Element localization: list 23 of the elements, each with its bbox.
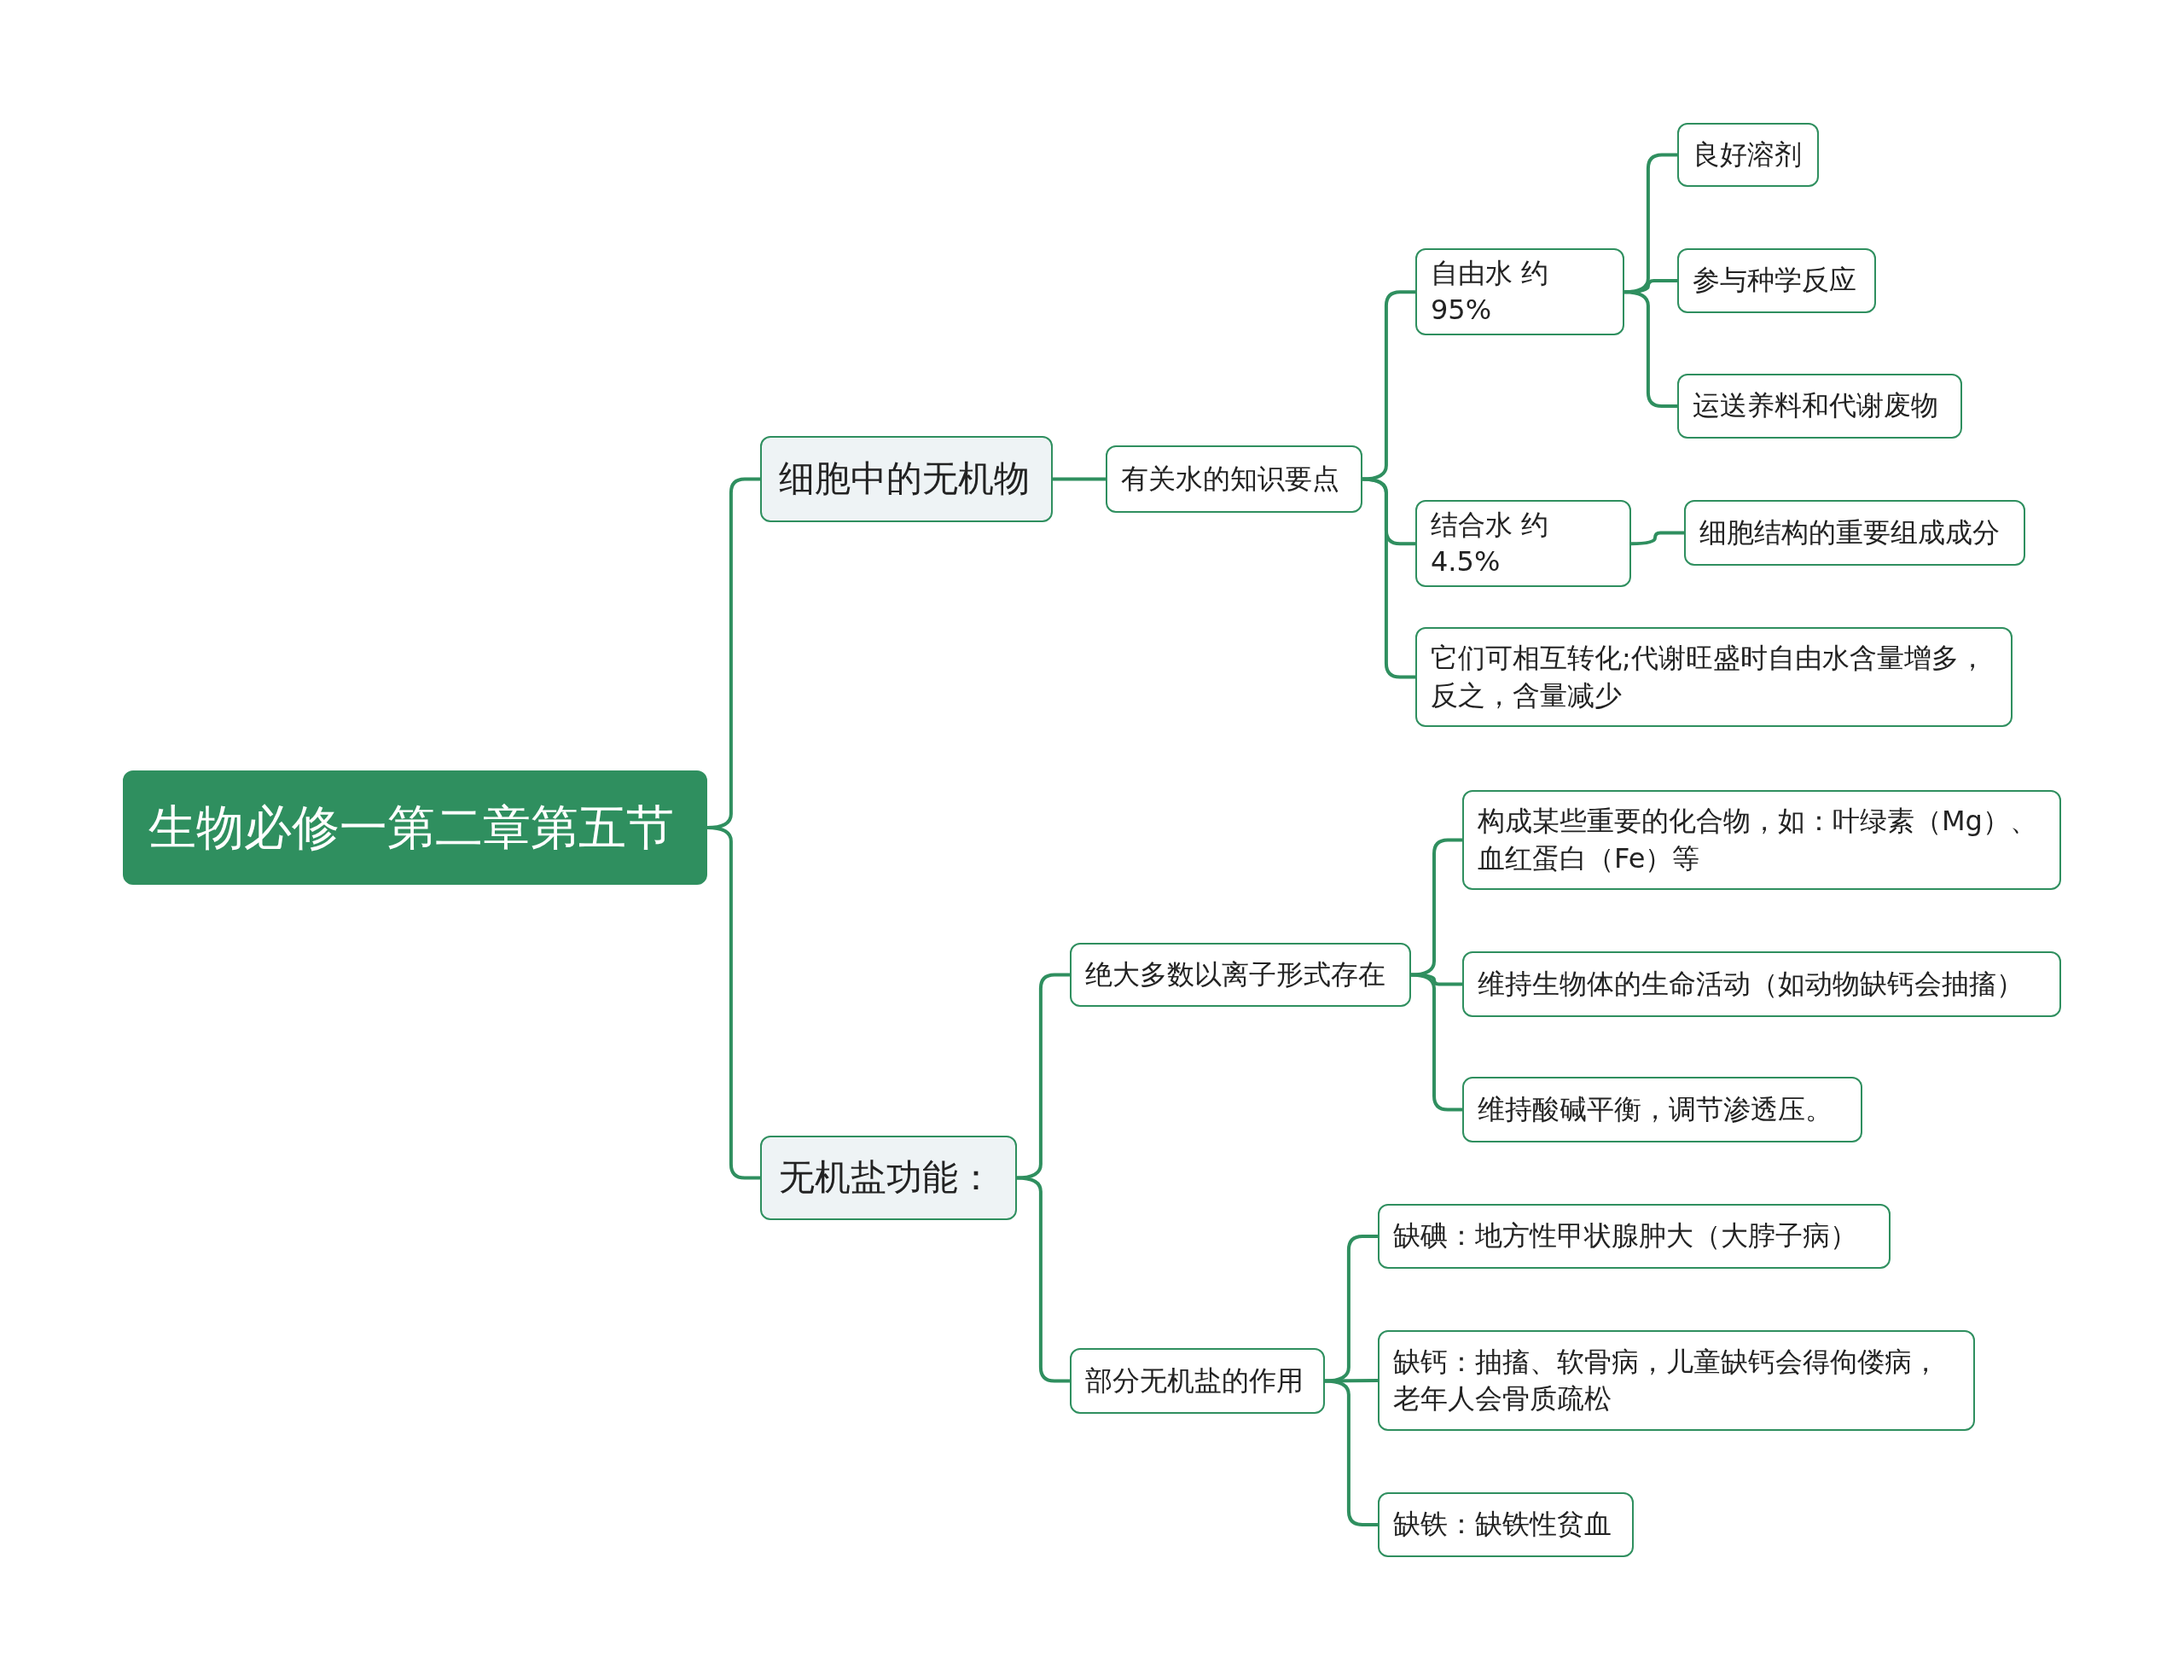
topic-box: 维持酸碱平衡，调节渗透压。 bbox=[1462, 1077, 1862, 1142]
connector-line bbox=[1053, 477, 1106, 481]
connector-line bbox=[1325, 1379, 1378, 1383]
connector-line bbox=[1623, 290, 1677, 408]
topic-box: 细胞结构的重要组成成分 bbox=[1684, 500, 2025, 566]
topic-box: 缺铁：缺铁性贫血 bbox=[1378, 1492, 1634, 1557]
topic-box: 良好溶剂 bbox=[1677, 123, 1819, 187]
topic-box: 参与种学反应 bbox=[1677, 248, 1876, 313]
topic-box: 缺钙：抽搐、软骨病，儿童缺钙会得佝偻病，老年人会骨质疏松 bbox=[1378, 1330, 1975, 1431]
topic-box: 构成某些重要的化合物，如：叶绿素（Mg）、血红蛋白（Fe）等 bbox=[1462, 790, 2061, 890]
topic-box: 缺碘：地方性甲状腺肿大（大脖子病） bbox=[1378, 1204, 1891, 1269]
root-topic-box: 生物必修一第二章第五节 bbox=[123, 770, 707, 885]
topic-box: 细胞中的无机物 bbox=[760, 436, 1053, 522]
topic-box: 有关水的知识要点 bbox=[1106, 445, 1362, 513]
topic-box: 维持生物体的生命活动（如动物缺钙会抽搐） bbox=[1462, 951, 2061, 1017]
topic-box: 部分无机盐的作用 bbox=[1070, 1348, 1325, 1414]
topic-box: 绝大多数以离子形式存在 bbox=[1070, 943, 1411, 1007]
topic-box: 它们可相互转化;代谢旺盛时自由水含量增多，反之，含量减少 bbox=[1415, 627, 2013, 727]
topic-box: 结合水 约4.5% bbox=[1415, 500, 1631, 588]
connector-line bbox=[1630, 531, 1684, 546]
topic-box: 运送养料和代谢废物 bbox=[1677, 374, 1962, 439]
topic-box: 无机盐功能： bbox=[760, 1136, 1017, 1220]
topic-box: 自由水 约95% bbox=[1415, 248, 1624, 336]
